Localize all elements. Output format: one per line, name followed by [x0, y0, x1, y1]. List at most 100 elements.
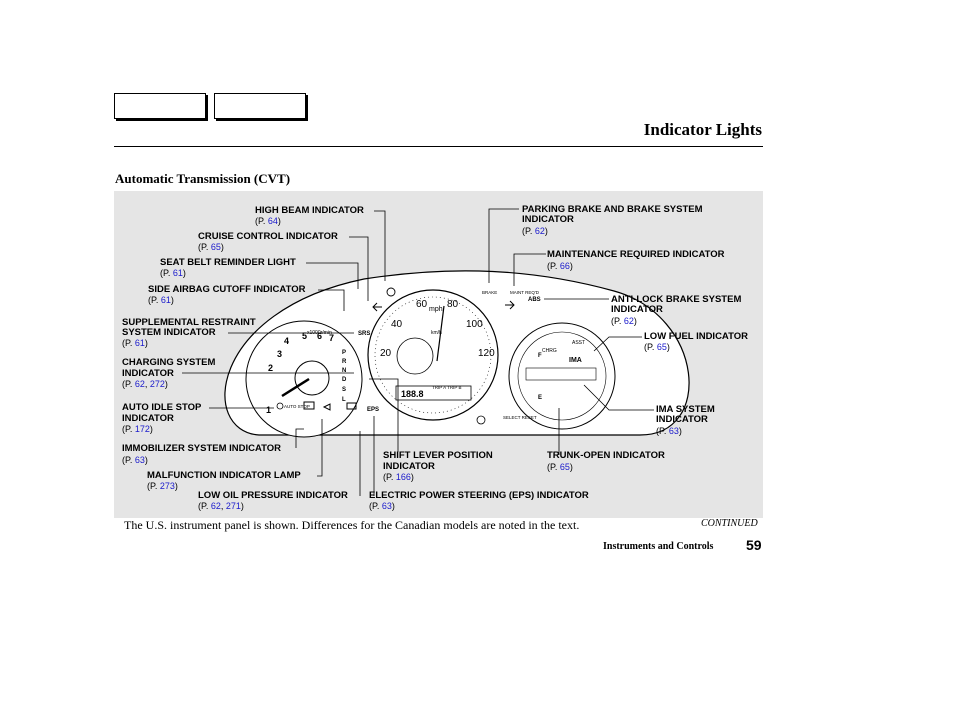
- continued-note: CONTINUED: [701, 518, 758, 529]
- callout-oil: LOW OIL PRESSURE INDICATOR: [198, 490, 348, 501]
- fuel-empty-label: E: [538, 395, 542, 401]
- speed-tick-20: 20: [380, 348, 392, 359]
- ref-eps: (P. 63): [369, 501, 395, 511]
- mph-label: mph: [429, 306, 443, 313]
- ref-cruise: (P. 65): [198, 242, 224, 252]
- callout-ima-line1: IMA SYSTEM: [656, 404, 715, 415]
- ref-abs: (P. 62): [611, 316, 637, 326]
- ref-fuel: (P. 65): [644, 342, 670, 352]
- ref-parking: (P. 62): [522, 226, 548, 236]
- callout-abs-line1: ANTI-LOCK BRAKE SYSTEM: [611, 294, 742, 305]
- ref-oil: (P. 62, 271): [198, 501, 244, 511]
- kmh-label: km/h: [431, 330, 442, 336]
- callout-high-beam: HIGH BEAM INDICATOR: [255, 205, 364, 216]
- callout-charging-line2: INDICATOR: [122, 368, 174, 379]
- odometer-display: [395, 385, 472, 401]
- ref-srs: (P. 61): [122, 338, 148, 348]
- battery-icon: [303, 401, 315, 410]
- speed-tick-60: 60: [416, 299, 428, 310]
- right-turn-signal-icon: [505, 300, 515, 310]
- abs-icon: ABS: [528, 297, 541, 303]
- ref-high-beam: (P. 64): [255, 216, 281, 226]
- auto-stop-icon: AUTO STOP: [284, 404, 310, 409]
- tach-tick-6: 6: [317, 331, 322, 341]
- trip-reset-knob: [476, 415, 486, 425]
- callout-side-airbag: SIDE AIRBAG CUTOFF INDICATOR: [148, 284, 306, 295]
- chrg-label: CHRG: [542, 348, 557, 354]
- callout-auto-idle-line1: AUTO IDLE STOP: [122, 402, 202, 413]
- callout-maintenance: MAINTENANCE REQUIRED INDICATOR: [547, 249, 725, 260]
- left-turn-signal-icon: [372, 302, 382, 312]
- tach-tick-2: 2: [268, 363, 273, 373]
- header-rule: [114, 146, 763, 147]
- tach-tick-5: 5: [302, 331, 307, 341]
- speed-tick-40: 40: [391, 319, 403, 330]
- oil-can-icon: [346, 402, 357, 410]
- tach-hub: [294, 360, 330, 396]
- callout-auto-idle-line2: INDICATOR: [122, 413, 174, 424]
- gear-l: L: [342, 397, 346, 403]
- ref-shift: (P. 166): [383, 472, 414, 482]
- callout-mil: MALFUNCTION INDICATOR LAMP: [147, 470, 301, 481]
- asst-label: ASST: [572, 340, 585, 346]
- callout-seat-belt: SEAT BELT REMINDER LIGHT: [160, 257, 296, 268]
- ref-auto-idle: (P. 172): [122, 424, 153, 434]
- callout-srs-line2: SYSTEM INDICATOR: [122, 327, 216, 338]
- ref-ima: (P. 63): [656, 426, 682, 436]
- speedometer-subdial: [396, 337, 434, 375]
- callout-charging-line1: CHARGING SYSTEM: [122, 357, 216, 368]
- high-beam-icon: [386, 287, 396, 297]
- instrument-panel-figure: x1000r/min 1 2 3 4 5 6 7 188.8 TRIP A TR…: [114, 191, 763, 518]
- ref-charging: (P. 62, 272): [122, 379, 168, 389]
- callout-immobilizer: IMMOBILIZER SYSTEM INDICATOR: [122, 443, 282, 454]
- ref-mil: (P. 273): [147, 481, 178, 491]
- callout-parking-line1: PARKING BRAKE AND BRAKE SYSTEM: [522, 204, 703, 215]
- nav-tab-2[interactable]: [214, 93, 306, 119]
- callout-parking-line2: INDICATOR: [522, 214, 574, 225]
- ref-maintenance: (P. 66): [547, 261, 573, 271]
- nav-tab-1[interactable]: [114, 93, 206, 119]
- gear-n: N: [342, 368, 346, 374]
- maint-icon: MAINT REQ'D: [510, 290, 540, 295]
- tach-tick-4: 4: [284, 336, 289, 346]
- ref-seat-belt: (P. 61): [160, 268, 186, 278]
- tach-tick-7: 7: [329, 333, 334, 343]
- trip-label: TRIP A TRIP B: [432, 385, 462, 390]
- figure-caption: The U.S. instrument panel is shown. Diff…: [124, 518, 580, 532]
- srs-icon: SRS: [358, 331, 370, 337]
- callout-shift-line1: SHIFT LEVER POSITION: [383, 450, 493, 461]
- gear-d: D: [342, 377, 347, 383]
- auto-idle-lamp-icon: [276, 402, 284, 410]
- section-title: Automatic Transmission (CVT): [115, 171, 291, 186]
- callout-srs-line1: SUPPLEMENTAL RESTRAINT: [122, 317, 256, 328]
- speed-tick-120: 120: [478, 348, 495, 359]
- callout-abs-line2: INDICATOR: [611, 304, 663, 315]
- gear-p: P: [342, 350, 346, 356]
- gear-s: S: [342, 387, 346, 393]
- gear-r: R: [342, 359, 347, 365]
- page-title: Indicator Lights: [643, 120, 762, 139]
- ref-trunk: (P. 65): [547, 462, 573, 472]
- fuel-full-label: F: [538, 353, 542, 359]
- ref-immobilizer: (P. 63): [122, 455, 148, 465]
- page-number: 59: [746, 537, 762, 553]
- callout-fuel: LOW FUEL INDICATOR: [644, 331, 748, 342]
- instrument-panel-drawing: x1000r/min 1 2 3 4 5 6 7 188.8 TRIP A TR…: [182, 208, 690, 496]
- callout-cruise: CRUISE CONTROL INDICATOR: [198, 231, 338, 242]
- tach-needle: [281, 377, 310, 398]
- callout-trunk: TRUNK-OPEN INDICATOR: [547, 450, 665, 461]
- brake-icon: BRAKE: [482, 290, 497, 295]
- speed-tick-80: 80: [447, 299, 459, 310]
- leader-lines: [182, 208, 654, 496]
- eps-icon: EPS: [367, 407, 379, 413]
- speed-tick-100: 100: [466, 319, 483, 330]
- odometer-value: 188.8: [401, 389, 424, 399]
- ref-side-airbag: (P. 61): [148, 295, 174, 305]
- footer-section: Instruments and Controls: [603, 541, 714, 552]
- speed-needle: [436, 305, 445, 362]
- callout-ima-line2: INDICATOR: [656, 414, 708, 425]
- ima-gauge-label: IMA: [569, 357, 582, 364]
- tach-tick-3: 3: [277, 349, 282, 359]
- tach-tick-1: 1: [266, 405, 271, 415]
- callout-eps: ELECTRIC POWER STEERING (EPS) INDICATOR: [369, 490, 589, 501]
